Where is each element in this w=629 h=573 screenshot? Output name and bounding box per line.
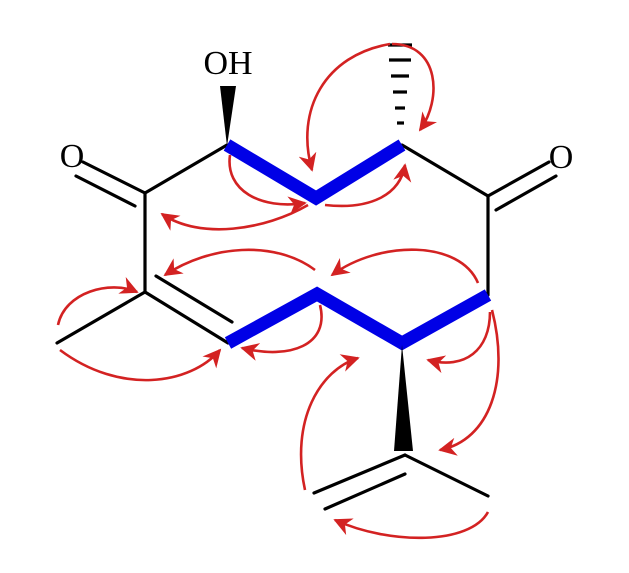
bond-co-left-a: [81, 160, 147, 195]
arrow-c7-to-c3: [160, 203, 309, 231]
arrow-c12-to-c1: [59, 348, 222, 382]
arrow-methyl-top-to-c8: [298, 42, 391, 172]
bond-co-right-b: [494, 174, 558, 212]
hashed-methyl-bond: [388, 43, 412, 125]
wedge-isopropenyl: [394, 345, 413, 451]
hmbc-arrows: [56, 42, 500, 540]
arrow-c13-to-c5: [299, 354, 360, 491]
ketone-oxygen-left-label: O: [60, 138, 85, 175]
arrow-c4-to-c8: [228, 154, 307, 215]
hydroxyl-label: OH: [203, 45, 252, 82]
bond-iso-methyl: [403, 453, 490, 498]
arrow-c11-to-c5: [426, 311, 492, 374]
bond-c9-c10: [400, 143, 490, 198]
bond-c2-methyl: [55, 290, 147, 345]
bond-c3-c4: [143, 143, 229, 195]
arrow-c8-to-c9: [324, 163, 412, 208]
arrow-methyl-top-to-c9: [391, 42, 438, 132]
bond-co-left-b: [74, 174, 137, 208]
arrow-c15-to-c14: [333, 511, 490, 540]
arrow-c6-to-c1: [240, 304, 323, 361]
skeleton-bonds: [55, 143, 558, 511]
bond-c2-c1-double-inner: [154, 274, 234, 324]
arrow-c11-to-c13: [438, 309, 500, 456]
bond-co-right-a: [486, 160, 551, 198]
wedge-oh: [220, 86, 236, 146]
arrow-c11-to-c6: [330, 248, 480, 284]
bond-iso-double-inner: [323, 472, 407, 511]
bond-c2-c1-double-outer: [143, 290, 230, 345]
ketone-oxygen-right-label: O: [549, 139, 574, 176]
highlight-c1-c11: [224, 286, 492, 351]
highlighted-bonds: [223, 139, 492, 351]
highlight-c4-c9: [223, 139, 406, 206]
bond-iso-double-outer: [312, 453, 407, 495]
arrow-c6-to-c2: [163, 248, 316, 277]
arrow-c12-to-c2: [56, 277, 139, 326]
